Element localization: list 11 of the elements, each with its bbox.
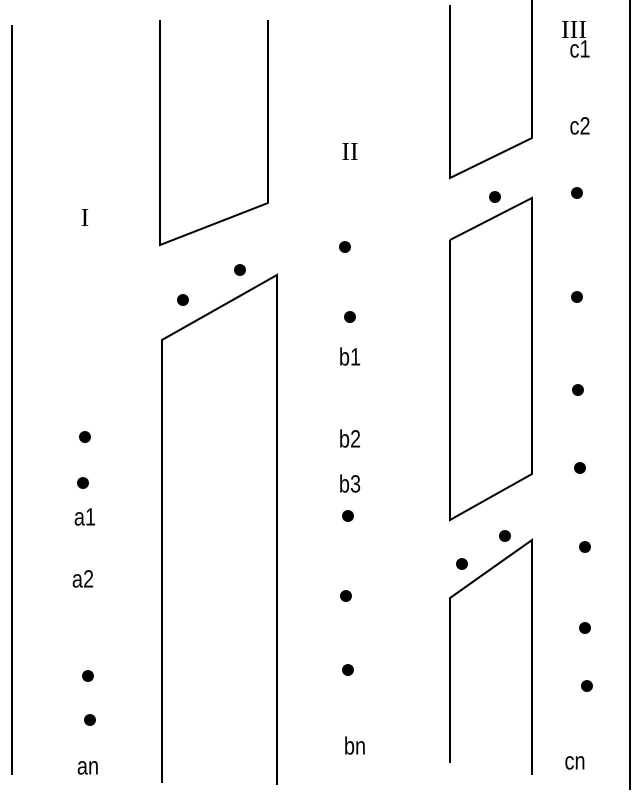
particle-label: bn (344, 734, 366, 760)
particle-label: cn (564, 750, 586, 774)
particle-label: a2 (72, 568, 94, 592)
region-label: II (341, 139, 359, 165)
particle-label: b1 (338, 346, 362, 370)
particle-label: a1 (74, 506, 96, 530)
particle-label: an (76, 754, 100, 780)
particle-label: b3 (338, 472, 362, 498)
region-label: I (80, 205, 90, 231)
particle-label: b2 (338, 428, 362, 452)
particle-label: c2 (569, 114, 591, 140)
